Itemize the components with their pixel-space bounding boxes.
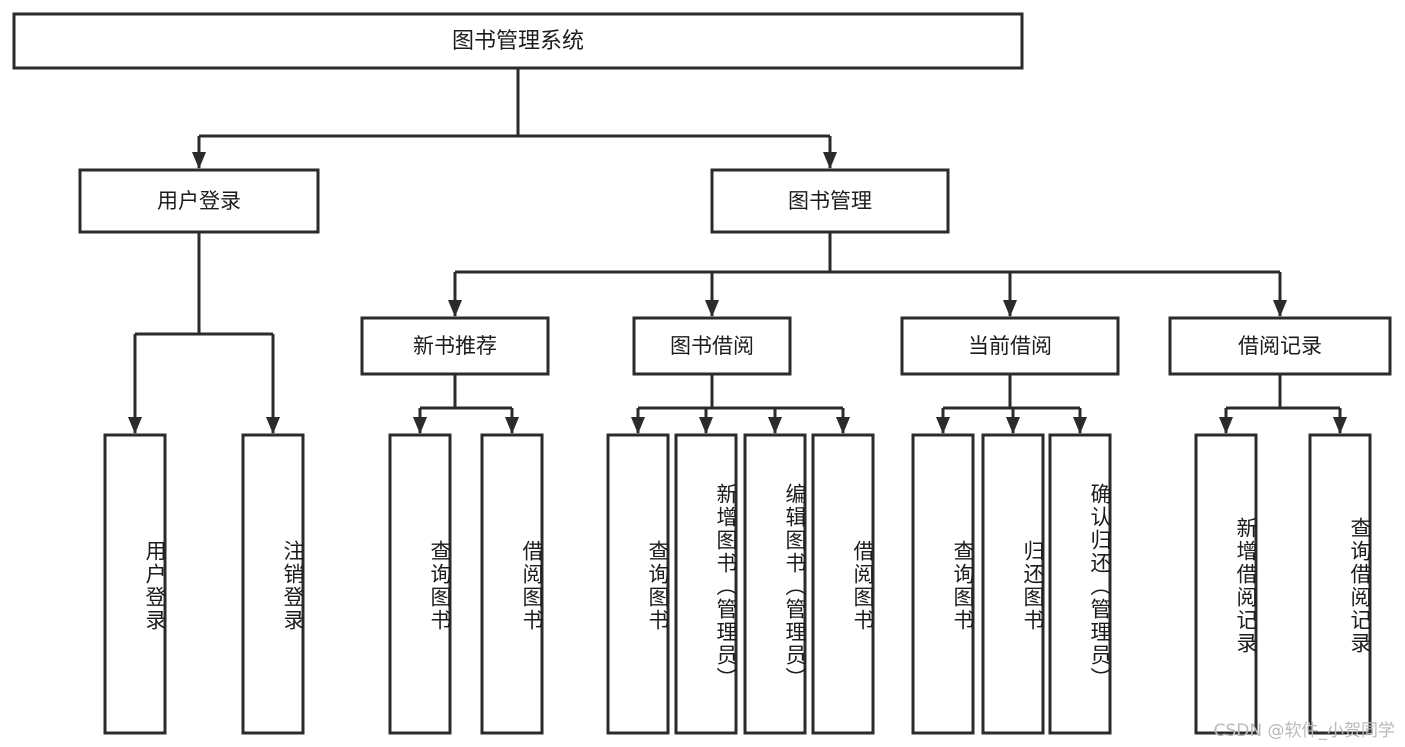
arrow-to-leaf-edit-book xyxy=(768,417,782,434)
arrow-to-book-borrow xyxy=(705,300,719,317)
node-new-book-recommend-box[interactable] xyxy=(360,316,550,376)
root-node-label: 图书管理系统 xyxy=(452,29,584,54)
leaf-leaf-edit-book-box[interactable] xyxy=(743,433,807,735)
arrow-to-leaf-add-book xyxy=(699,417,713,434)
arrow-to-leaf-query-borrow-record xyxy=(1333,417,1347,434)
arrow-to-new-book-recommend xyxy=(448,300,462,317)
arrow-to-user-login xyxy=(192,152,206,169)
node-label-current-borrow: 当前借阅 xyxy=(968,334,1052,358)
arrow-to-leaf-return-book xyxy=(1006,417,1020,434)
leaf-leaf-user-login-box[interactable] xyxy=(103,433,167,735)
leaf-leaf-borrow-book-box[interactable] xyxy=(811,433,875,735)
leaf-leaf-query-book-recommend-box[interactable] xyxy=(388,433,452,735)
node-user-login-box[interactable] xyxy=(78,168,320,234)
node-label-user-login: 用户登录 xyxy=(157,189,241,213)
leaf-leaf-user-logout-box[interactable] xyxy=(241,433,305,735)
node-label-book-borrow: 图书借阅 xyxy=(670,334,754,358)
arrow-to-leaf-borrow-book xyxy=(836,417,850,434)
arrow-to-leaf-confirm-return xyxy=(1073,417,1087,434)
leaf-leaf-query-book-borrow-box[interactable] xyxy=(606,433,670,735)
arrow-to-leaf-query-book-recommend xyxy=(413,417,427,434)
arrow-to-leaf-query-book-borrow xyxy=(631,417,645,434)
root-node-book-management-system-box[interactable] xyxy=(12,12,1024,70)
arrow-to-leaf-add-borrow-record xyxy=(1219,417,1233,434)
node-label-book-manage: 图书管理 xyxy=(788,189,872,213)
arrow-to-leaf-query-book-current xyxy=(936,417,950,434)
arrow-to-current-borrow xyxy=(1003,300,1017,317)
arrow-to-leaf-borrow-book-recommend xyxy=(505,417,519,434)
node-label-borrow-record: 借阅记录 xyxy=(1238,334,1322,358)
arrow-to-leaf-user-logout xyxy=(266,417,280,434)
arrow-to-borrow-record xyxy=(1273,300,1287,317)
leaf-leaf-add-book-box[interactable] xyxy=(674,433,738,735)
leaf-leaf-query-book-current-box[interactable] xyxy=(911,433,975,735)
leaf-leaf-return-book-box[interactable] xyxy=(981,433,1045,735)
leaf-leaf-confirm-return-box[interactable] xyxy=(1048,433,1112,735)
node-current-borrow-box[interactable] xyxy=(900,316,1120,376)
leaf-leaf-add-borrow-record-box[interactable] xyxy=(1194,433,1258,735)
arrow-to-book-manage xyxy=(823,152,837,169)
node-label-new-book-recommend: 新书推荐 xyxy=(413,334,497,358)
watermark-text: CSDN @软件_小贺同学 xyxy=(1213,721,1395,741)
leaf-leaf-query-borrow-record-box[interactable] xyxy=(1308,433,1372,735)
arrow-to-leaf-user-login xyxy=(128,417,142,434)
leaf-leaf-borrow-book-recommend-box[interactable] xyxy=(480,433,544,735)
